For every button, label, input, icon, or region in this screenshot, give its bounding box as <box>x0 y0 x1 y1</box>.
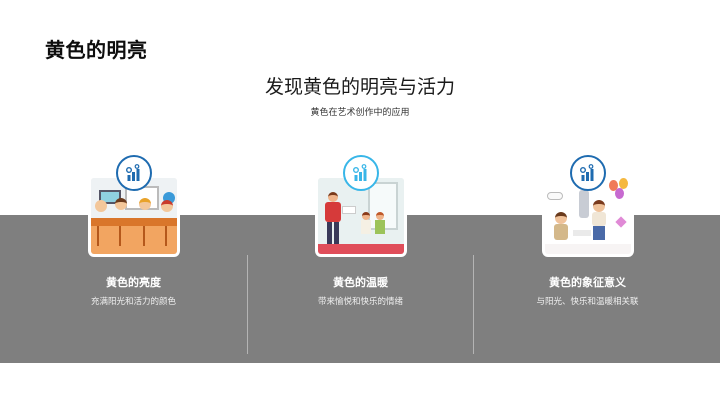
card-description: 带来愉悦和快乐的情绪 <box>317 297 403 307</box>
growth-chart-icon <box>569 155 606 191</box>
card-title: 黄色的温暖 <box>333 276 388 289</box>
feature-card-symbolism: 黄色的象征意义 与阳光、快乐和温暖相关联 <box>474 150 701 310</box>
classroom-children-illustration <box>87 175 180 257</box>
feature-card-brightness: 黄色的亮度 充满阳光和活力的颜色 <box>20 150 247 310</box>
card-description: 充满阳光和活力的颜色 <box>90 297 176 307</box>
growth-chart-icon <box>115 155 152 191</box>
card-description: 与阳光、快乐和温暖相关联 <box>536 297 639 307</box>
column-divider <box>247 255 248 354</box>
slide-title: 黄色的明亮 <box>45 38 148 62</box>
column-divider <box>473 255 474 354</box>
main-heading: 发现黄色的明亮与活力 <box>264 76 455 98</box>
feature-card-warmth: 黄色的温暖 带来愉悦和快乐的情绪 <box>247 150 474 310</box>
card-title: 黄色的象征意义 <box>549 276 626 289</box>
growth-chart-icon <box>342 155 379 191</box>
card-title: 黄色的亮度 <box>106 276 161 289</box>
sub-heading: 黄色在艺术创作中的应用 <box>310 108 410 118</box>
